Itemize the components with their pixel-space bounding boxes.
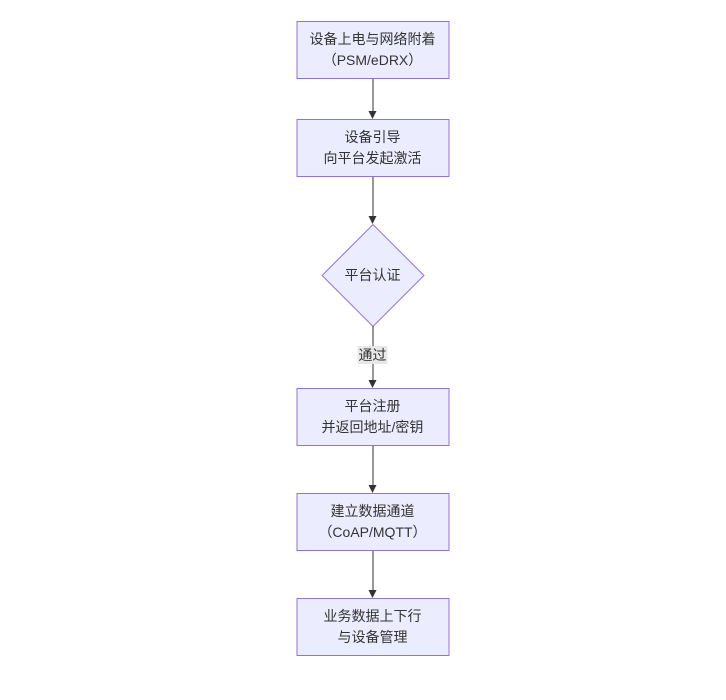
node-business-data: 业务数据上下行 与设备管理 xyxy=(296,598,449,656)
arrow-head-icon xyxy=(368,111,377,119)
arrow-head-icon xyxy=(368,590,377,598)
arrow-head-icon xyxy=(368,485,377,493)
node-line: 并返回地址/密钥 xyxy=(321,419,424,435)
node-line: 平台注册 xyxy=(344,398,401,414)
arrow-3: 通过 xyxy=(357,326,388,388)
edge-label-pass: 通过 xyxy=(357,346,388,364)
arrow-5 xyxy=(368,551,377,598)
node-power-network-attach: 设备上电与网络附着 （PSM/eDRX） xyxy=(296,21,449,79)
node-line: 平台认证 xyxy=(344,267,401,283)
arrow-1 xyxy=(368,79,377,119)
arrow-line xyxy=(372,177,373,217)
arrow-head-icon xyxy=(368,216,377,224)
arrow-head-icon xyxy=(368,380,377,388)
node-line: 设备上电与网络附着 xyxy=(309,31,436,47)
node-line: 建立数据通道 xyxy=(330,503,415,519)
node-line: （CoAP/MQTT） xyxy=(318,524,427,540)
node-line: （PSM/eDRX） xyxy=(322,52,423,68)
arrow-2 xyxy=(368,177,377,224)
node-line: 向平台发起激活 xyxy=(323,150,422,166)
node-platform-auth-decision: 平台认证 xyxy=(321,223,425,328)
node-line: 与设备管理 xyxy=(337,629,408,645)
node-device-bootstrap: 设备引导 向平台发起激活 xyxy=(296,119,449,177)
flowchart: 设备上电与网络附着 （PSM/eDRX） 设备引导 向平台发起激活 平台认证 通… xyxy=(296,21,449,656)
node-line: 业务数据上下行 xyxy=(323,608,422,624)
arrow-line xyxy=(372,551,373,591)
node-line: 设备引导 xyxy=(344,129,401,145)
arrow-4 xyxy=(368,446,377,493)
node-data-channel: 建立数据通道 （CoAP/MQTT） xyxy=(296,493,449,551)
arrow-line xyxy=(372,446,373,486)
node-platform-register: 平台注册 并返回地址/密钥 xyxy=(296,388,449,446)
arrow-line xyxy=(372,79,373,112)
